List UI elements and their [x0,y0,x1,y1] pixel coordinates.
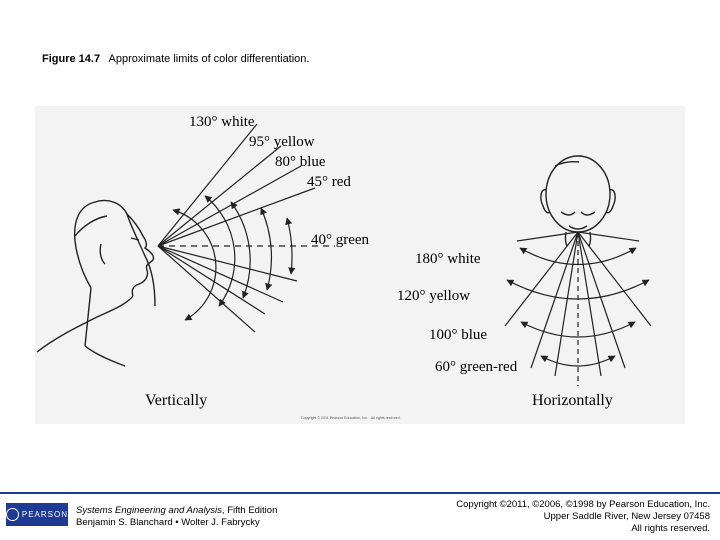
vertical-label-white: 130° white [189,114,255,130]
figure-title: Approximate limits of color differentiat… [108,53,310,65]
copyright-line: Copyright ©2011, ©2006, ©1998 by Pearson… [456,499,710,510]
book-reference: Systems Engineering and Analysis, Fifth … [76,505,277,529]
copyright-notice: Copyright ©2011, ©2006, ©1998 by Pearson… [456,499,710,535]
pearson-logo-text: PEARSON [21,510,68,519]
vertical-label-yellow: 95° yellow [249,134,315,150]
figure-illustration: 130° white 95° yellow 80° blue 45° red 4… [35,106,685,424]
book-authors: Benjamin S. Blanchard • Wolter J. Fabryc… [76,517,260,528]
footer-rule [0,492,720,494]
book-title-line: Systems Engineering and Analysis, Fifth … [76,505,277,517]
horizontal-sight-lines [504,231,652,386]
horizontal-label-yellow: 120° yellow [397,288,470,304]
vertical-label-green: 40° green [311,232,370,248]
figure-caption: Figure 14.7 Approximate limits of color … [42,53,309,65]
color-limits-diagram: 130° white 95° yellow 80° blue 45° red 4… [36,114,652,420]
horizontal-view-title: Horizontally [532,392,613,409]
horizontal-arcs [506,247,650,367]
rights-reserved: All rights reserved. [631,523,710,534]
horizontal-label-green-red: 60° green-red [435,359,518,375]
vertical-arcs [172,195,296,321]
horizontal-label-blue: 100° blue [429,327,487,343]
figure-credit: Copyright © 2011 Pearson Education, Inc.… [301,416,401,420]
side-profile-head [36,199,156,367]
pearson-logo-mark-icon [6,508,19,521]
vertical-view-title: Vertically [145,392,207,409]
vertical-label-blue: 80° blue [275,154,326,170]
vertical-label-red: 45° red [307,174,351,190]
horizontal-label-white: 180° white [415,251,481,267]
book-title: Systems Engineering and Analysis [76,505,222,516]
publisher-address: Upper Saddle River, New Jersey 07458 [543,511,710,522]
pearson-logo: PEARSON [6,503,68,526]
figure-number: Figure 14.7 [42,53,101,65]
book-edition: , Fifth Edition [221,505,278,516]
